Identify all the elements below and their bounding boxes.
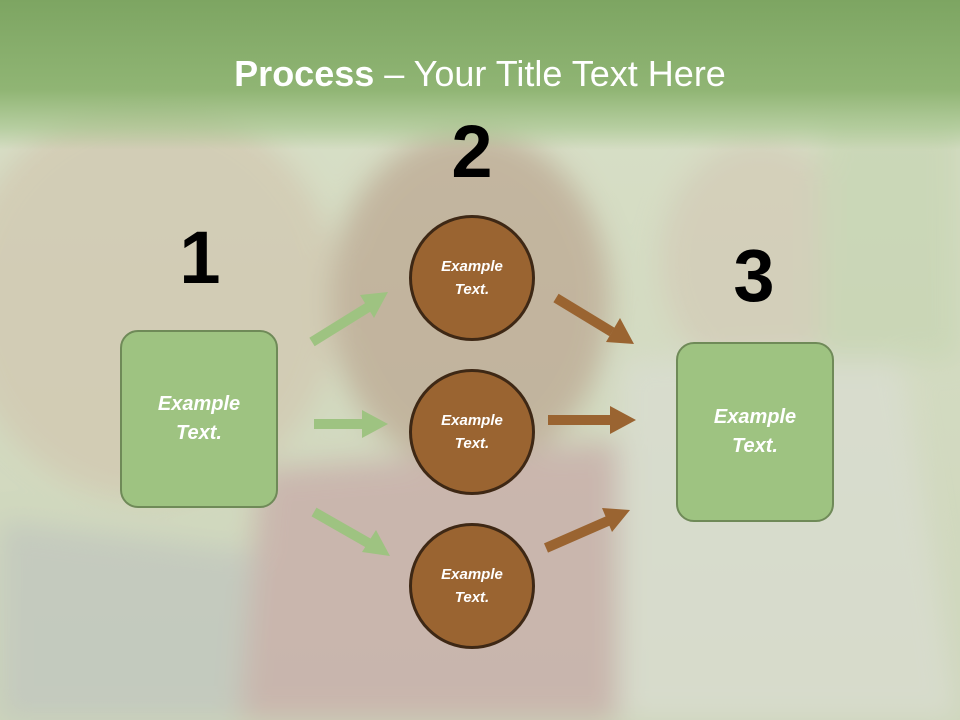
circle-top-text: Example Text. (441, 258, 503, 298)
circle-top[interactable]: Example Text. (409, 215, 535, 341)
green-arrow-up (309, 292, 388, 347)
brown-arrow-up (543, 508, 630, 553)
left-text-box[interactable]: Example Text. (120, 330, 278, 508)
title-bold: Process (234, 53, 375, 94)
green-arrow-right (314, 410, 388, 438)
right-text-box[interactable]: Example Text. (676, 342, 834, 522)
right-box-text: Example Text. (713, 406, 797, 457)
brown-arrow-right (548, 406, 636, 434)
title-band (0, 0, 960, 150)
left-box-text: Example Text. (157, 393, 241, 444)
step-number-2: 2 (451, 110, 493, 193)
circle-middle-text: Example Text. (441, 412, 503, 452)
circle-bottom[interactable]: Example Text. (409, 523, 535, 649)
step-number-3: 3 (733, 234, 775, 317)
circle-bottom-text: Example Text. (441, 566, 503, 606)
brown-arrow-down (553, 293, 634, 344)
green-arrow-down (311, 507, 390, 556)
slide-title: Process – Your Title Text Here (0, 52, 960, 96)
circle-middle[interactable]: Example Text. (409, 369, 535, 495)
title-rest: – Your Title Text Here (374, 53, 726, 94)
step-number-1: 1 (179, 216, 221, 299)
